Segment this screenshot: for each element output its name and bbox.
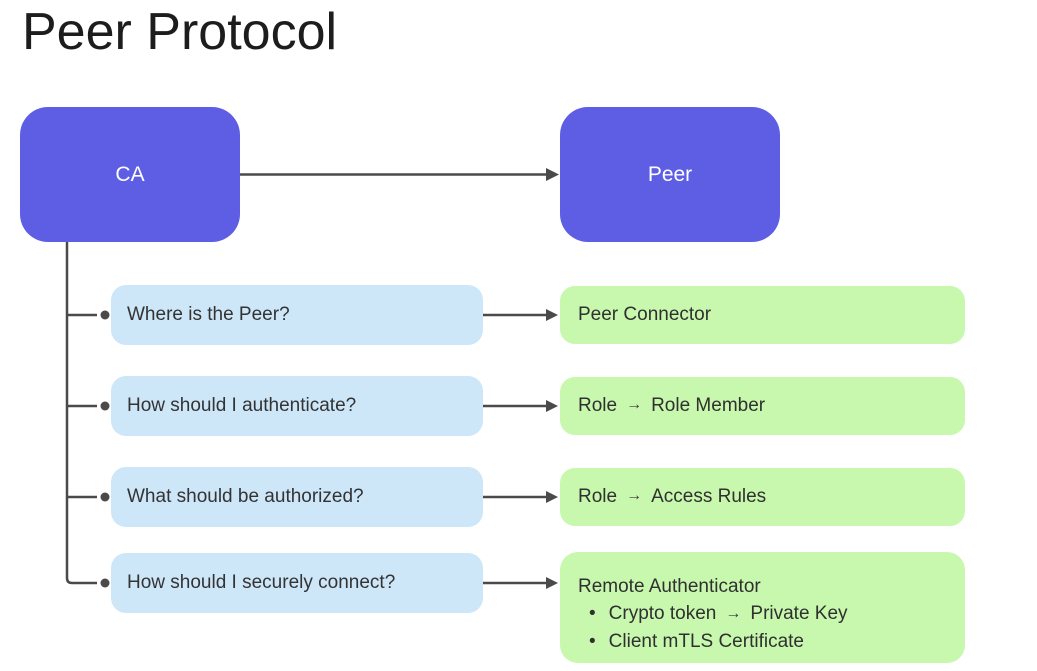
- bullet-text-pre: Crypto token: [608, 603, 717, 624]
- answer-label-pre: Role: [578, 395, 618, 416]
- answer-arrowhead-icon-1: [546, 309, 558, 321]
- question-box-authenticate: How should I authenticate?: [111, 376, 483, 436]
- question-box-where-is-peer: Where is the Peer?: [111, 285, 483, 345]
- answer-label-pre: Role: [578, 486, 618, 507]
- answer-box-role-member: Role → Role Member: [560, 377, 965, 435]
- answer-label-post: Access Rules: [651, 486, 767, 507]
- trunk-line: [65, 242, 97, 585]
- bullet-icon: •: [589, 603, 596, 624]
- question-box-authorized: What should be authorized?: [111, 467, 483, 527]
- answer-arrowhead-icon-4: [546, 577, 558, 589]
- branch-dot-3: [100, 492, 110, 502]
- question-label: Where is the Peer?: [127, 304, 290, 325]
- right-arrow-icon: →: [626, 396, 643, 413]
- answer-box-peer-connector: Peer Connector: [560, 286, 965, 344]
- question-box-securely-connect: How should I securely connect?: [111, 553, 483, 613]
- branch-dot-1: [100, 310, 110, 320]
- bullet-icon: •: [589, 631, 596, 652]
- answer-label-post: Role Member: [651, 395, 766, 416]
- question-label: How should I securely connect?: [127, 572, 396, 593]
- answer-arrowhead-icon-2: [546, 400, 558, 412]
- ca-peer-arrowhead-icon: [546, 168, 559, 181]
- answer-label: Peer Connector: [578, 304, 712, 325]
- question-label: How should I authenticate?: [127, 395, 357, 416]
- branch-dot-2: [100, 401, 110, 411]
- node-ca-label: CA: [115, 162, 145, 186]
- node-peer-label: Peer: [647, 162, 693, 186]
- bullet-text-post: Private Key: [750, 603, 848, 624]
- question-label: What should be authorized?: [127, 486, 364, 507]
- bullet-text: Client mTLS Certificate: [608, 631, 804, 652]
- list-item: • Client mTLS Certificate: [578, 628, 965, 655]
- right-arrow-icon: →: [725, 605, 742, 622]
- answer-title: Remote Authenticator: [578, 576, 761, 597]
- right-arrow-icon: →: [626, 487, 643, 504]
- branch-dot-4: [100, 578, 110, 588]
- answer-box-remote-authenticator: Remote Authenticator • Crypto token → Priva…: [560, 552, 965, 663]
- node-ca: CA: [20, 107, 240, 242]
- page-title: Peer Protocol: [22, 3, 338, 61]
- list-item: • Crypto token → Private Key: [578, 600, 965, 628]
- answer-box-access-rules: Role → Access Rules: [560, 468, 965, 526]
- node-peer: Peer: [560, 107, 780, 242]
- answer-arrowhead-icon-3: [546, 491, 558, 503]
